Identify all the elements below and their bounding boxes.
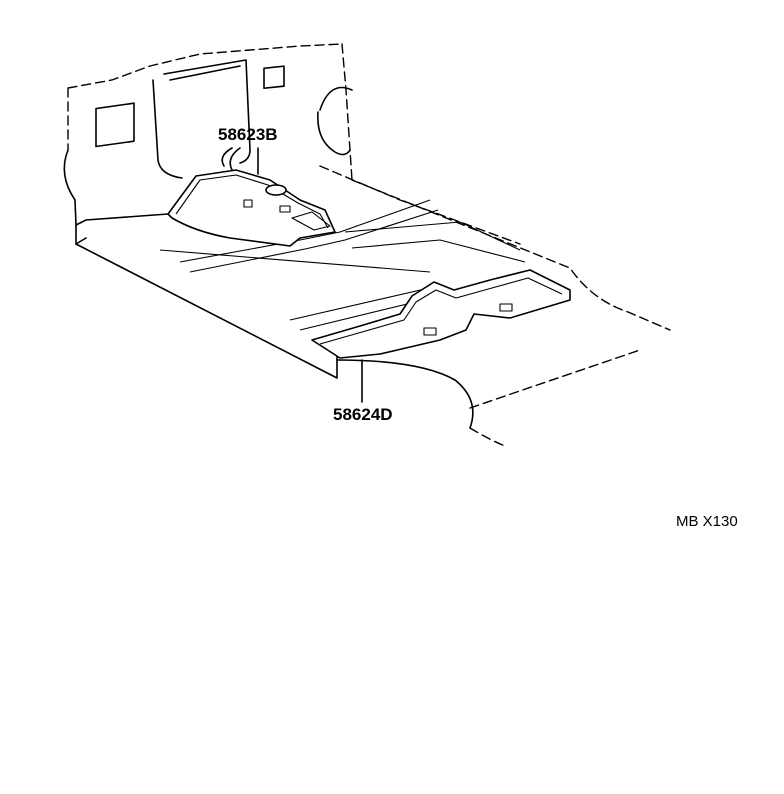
- floor-pan: [75, 165, 671, 447]
- dash-panel: [63, 43, 353, 226]
- leader-line-front: [221, 147, 259, 175]
- rear-floor-silencer: [311, 269, 571, 359]
- front-floor-silencer: [167, 169, 336, 247]
- part-label-rear: 58624D: [333, 405, 393, 424]
- part-label-front: 58623B: [218, 125, 278, 144]
- figure-code: MB X130: [676, 513, 738, 530]
